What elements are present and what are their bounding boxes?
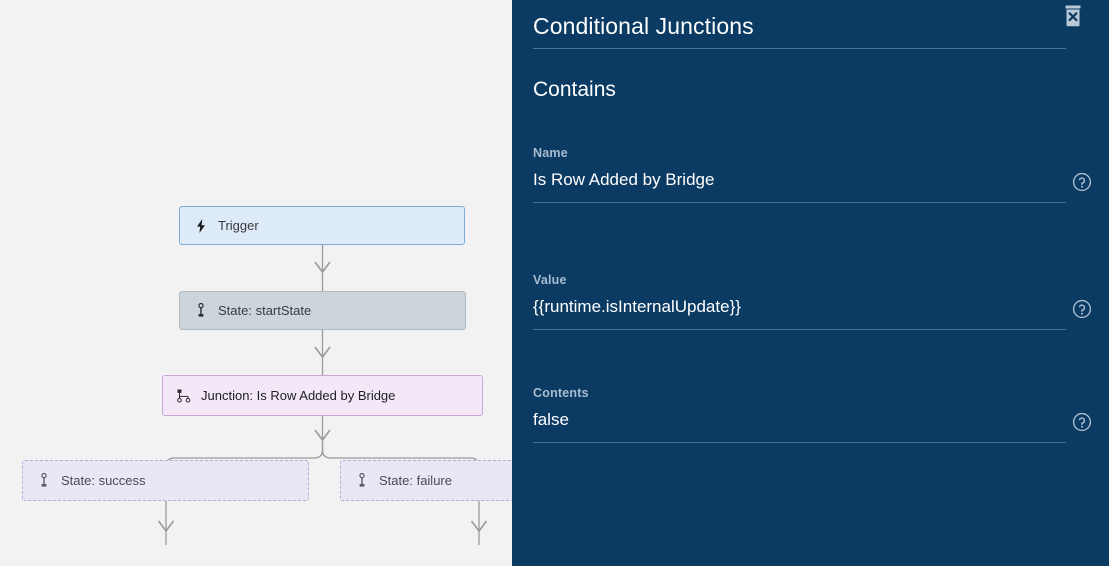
- panel-header: Conditional Junctions: [512, 0, 1109, 50]
- field-name: Name Is Row Added by Bridge: [533, 146, 1092, 203]
- field-underline: [533, 442, 1066, 443]
- lightning-bolt-icon: [194, 218, 208, 234]
- flow-node-label: State: startState: [218, 303, 312, 318]
- field-label: Value: [533, 273, 567, 287]
- state-pin-icon: [194, 303, 208, 319]
- field-contents: Contents false: [533, 386, 1092, 443]
- state-pin-icon: [37, 473, 51, 489]
- junction-branch-icon: [177, 388, 191, 404]
- flow-node-success-state[interactable]: State: success: [22, 460, 309, 501]
- help-circle-icon[interactable]: [1072, 172, 1092, 192]
- help-circle-icon[interactable]: [1072, 299, 1092, 319]
- flow-node-trigger[interactable]: Trigger: [179, 206, 465, 245]
- field-value: Value {{runtime.isInternalUpdate}}: [533, 273, 1092, 330]
- state-pin-icon: [355, 473, 369, 489]
- flow-node-label: State: success: [61, 473, 146, 488]
- field-underline: [533, 329, 1066, 330]
- flow-node-start-state[interactable]: State: startState: [179, 291, 466, 330]
- flow-node-label: Junction: Is Row Added by Bridge: [201, 388, 396, 403]
- trash-delete-icon[interactable]: [1060, 1, 1086, 31]
- flow-node-failure-state[interactable]: State: failure: [340, 460, 512, 501]
- page-title: Conditional Junctions: [533, 13, 754, 39]
- workflow-canvas[interactable]: Trigger State: startState: [0, 0, 512, 566]
- header-divider: [533, 48, 1066, 49]
- flow-node-label: Trigger: [218, 218, 259, 233]
- field-underline: [533, 202, 1066, 203]
- help-circle-icon[interactable]: [1072, 412, 1092, 432]
- field-value-name[interactable]: Is Row Added by Bridge: [533, 170, 715, 189]
- field-label: Name: [533, 146, 568, 160]
- field-label: Contents: [533, 386, 589, 400]
- details-panel: Conditional Junctions Contains Name Is R…: [512, 0, 1109, 566]
- flow-node-junction[interactable]: Junction: Is Row Added by Bridge: [162, 375, 483, 416]
- flow-node-label: State: failure: [379, 473, 452, 488]
- field-value-value[interactable]: {{runtime.isInternalUpdate}}: [533, 297, 741, 316]
- section-title: Contains: [533, 78, 616, 101]
- field-value-contents[interactable]: false: [533, 410, 569, 429]
